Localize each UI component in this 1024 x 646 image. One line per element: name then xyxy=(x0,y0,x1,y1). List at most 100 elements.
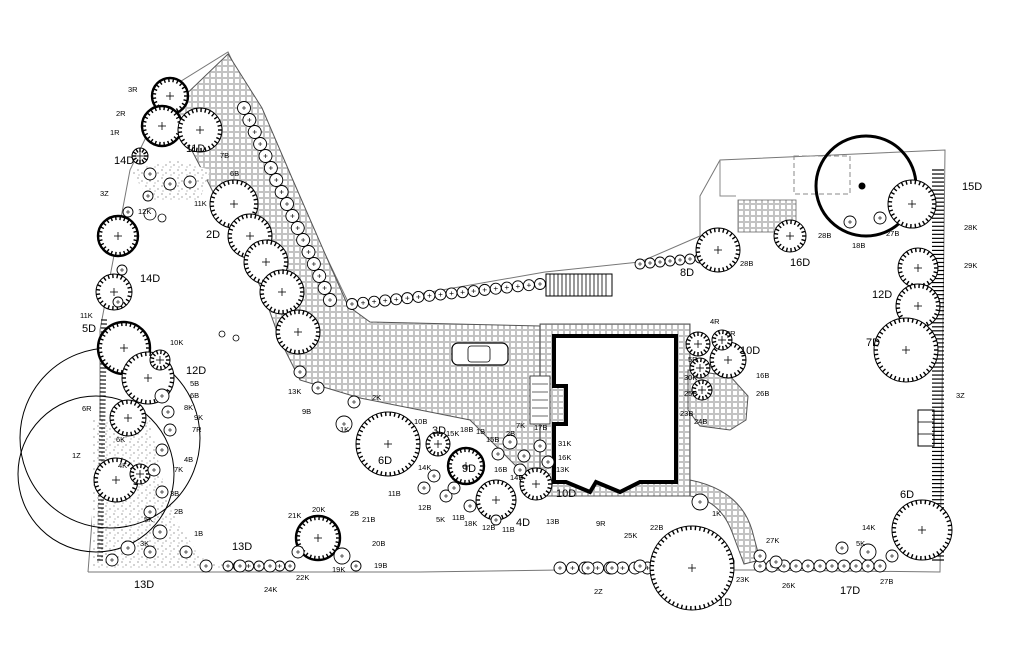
tree-tick xyxy=(99,280,104,284)
tree-tick xyxy=(129,222,134,226)
tree-tick xyxy=(885,324,890,329)
tree-tick xyxy=(663,535,668,540)
tree-tick xyxy=(929,288,933,293)
tree-tick xyxy=(168,367,173,371)
tree-tick xyxy=(101,333,106,338)
plant-label: 11K xyxy=(194,199,207,208)
tree-tick xyxy=(655,586,660,590)
tree-tick xyxy=(313,516,316,521)
stone xyxy=(232,334,240,342)
plant-label: 15D xyxy=(962,181,982,193)
tree-tick xyxy=(241,215,244,220)
tree-tick xyxy=(717,345,721,350)
tree-trunk xyxy=(858,182,866,190)
tree-tick xyxy=(706,392,712,396)
tree-tick xyxy=(210,196,216,199)
tree-tick xyxy=(932,553,936,558)
tree-tick xyxy=(314,322,319,326)
tree-tick xyxy=(801,238,806,242)
tree-tick xyxy=(733,343,737,348)
tree-tick xyxy=(322,555,325,560)
shrub-symbol xyxy=(859,543,877,561)
tree-tick xyxy=(289,311,292,316)
shrub-symbol xyxy=(500,281,513,294)
tree-tick xyxy=(153,100,158,104)
tree-tick xyxy=(667,598,672,604)
tree-tick xyxy=(187,144,191,149)
tree-tick xyxy=(375,469,379,475)
tree-tick xyxy=(102,246,107,250)
tree-tick xyxy=(178,122,184,125)
shrub-symbol xyxy=(491,447,505,461)
tree-tick xyxy=(252,211,257,215)
plant-label: 29K xyxy=(964,261,977,270)
shrub-symbol xyxy=(152,524,168,540)
tree-tick xyxy=(898,262,903,265)
tree-tick xyxy=(172,78,175,83)
tree-tick xyxy=(183,114,188,119)
tree-tick xyxy=(278,340,283,344)
tree-tick xyxy=(930,361,936,365)
tree-tick xyxy=(935,300,940,303)
tree-tick xyxy=(315,326,320,329)
tree-tick xyxy=(133,401,137,406)
tree-tick xyxy=(692,360,696,365)
tree-tick xyxy=(774,237,779,240)
tree-tick xyxy=(723,544,728,549)
tree-tick xyxy=(119,275,123,280)
shrub-symbol xyxy=(350,560,362,572)
tree-tick xyxy=(455,450,459,455)
tree-tick xyxy=(126,248,130,253)
shrub-symbol xyxy=(274,185,289,199)
tree-tick xyxy=(947,533,952,536)
shrub-symbol xyxy=(401,292,414,305)
shrub-symbol xyxy=(664,255,676,267)
tree-tick xyxy=(657,589,662,594)
tree-tick xyxy=(356,447,361,450)
tree-tick xyxy=(215,216,220,221)
tree-tick xyxy=(459,448,462,454)
tree-tick xyxy=(733,372,737,377)
tree-symbol xyxy=(649,525,735,611)
plant-label: 9R xyxy=(596,519,606,528)
tree-tick xyxy=(722,267,725,272)
tree-tick xyxy=(111,422,116,426)
tree-tick xyxy=(796,244,801,249)
tree-tick xyxy=(175,108,179,113)
tree-tick xyxy=(181,102,186,106)
tree-tick xyxy=(123,367,128,371)
tree-tick xyxy=(393,471,396,476)
tree-tick xyxy=(899,546,904,551)
tree-tick xyxy=(449,470,454,474)
tree-tick xyxy=(915,500,918,505)
tree-tick xyxy=(906,552,910,557)
tree-tick xyxy=(143,132,149,136)
tree-tick xyxy=(103,276,107,281)
tree-tick xyxy=(928,214,933,219)
tree-tick xyxy=(894,517,899,521)
tree-tick xyxy=(685,526,688,531)
tree-tick xyxy=(153,88,158,92)
tree-tick xyxy=(932,502,936,507)
tree-tick xyxy=(725,584,730,588)
tree-tick xyxy=(504,512,508,517)
tree-tick xyxy=(236,180,239,185)
tree-tick xyxy=(415,447,420,450)
tree-tick xyxy=(371,415,375,421)
tree-tick xyxy=(774,232,779,235)
tree-tick xyxy=(207,145,211,150)
tree-tick xyxy=(133,239,138,242)
tree-tick xyxy=(934,312,939,316)
tree-tick xyxy=(477,472,482,476)
plant-label: 3D xyxy=(432,425,446,437)
tree-tick xyxy=(152,92,157,95)
plant-label: 6D xyxy=(900,489,914,501)
tree-tick xyxy=(882,368,886,373)
tree-tick xyxy=(928,554,932,560)
tree-tick xyxy=(890,191,895,195)
tree-tick xyxy=(703,335,707,339)
plant-label: 10B xyxy=(414,417,427,426)
plant-label: 11B xyxy=(388,489,401,498)
tree-tick xyxy=(96,288,101,291)
